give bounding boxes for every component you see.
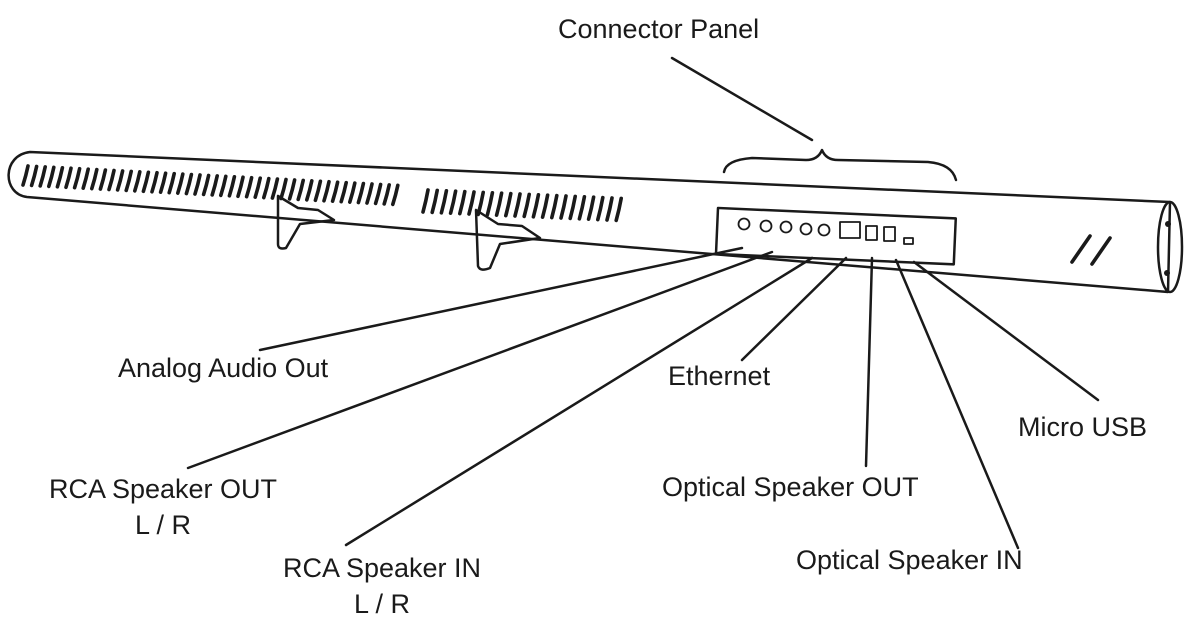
grille-slot <box>494 191 504 217</box>
grille-slot <box>262 176 271 200</box>
grille-slot <box>596 195 605 222</box>
label-rca-speaker-in-title: RCA Speaker IN <box>282 553 482 583</box>
grille-slot <box>158 171 168 194</box>
grille-slot <box>322 179 331 203</box>
grille-slot <box>227 175 237 198</box>
grille-slot <box>382 183 391 206</box>
grille-slot <box>614 196 623 223</box>
grille-slot <box>540 193 550 219</box>
grille-slot <box>430 188 439 215</box>
grille-slot <box>296 178 305 202</box>
leader-rca-speaker-in <box>344 256 814 547</box>
leader-rca-speaker-out <box>186 250 774 470</box>
grille-slot <box>253 176 262 199</box>
grille-slot <box>356 181 366 205</box>
end-grille-slot <box>1070 234 1092 264</box>
end-grille-slot <box>1090 236 1112 266</box>
label-micro-usb: Micro USB <box>1018 412 1148 442</box>
grille-slot <box>348 181 357 204</box>
connector-panel-brace <box>722 148 958 182</box>
label-optical-speaker-out: Optical Speaker OUT <box>662 472 919 502</box>
grille-slot <box>176 172 185 195</box>
leader-optical-speaker-in <box>894 258 1020 550</box>
grille-slot <box>21 164 30 187</box>
grille-slot <box>373 182 383 206</box>
label-ethernet: Ethernet <box>668 361 771 391</box>
grille-slot <box>531 193 541 219</box>
grille-slot <box>81 167 90 190</box>
label-connector-panel: Connector Panel <box>558 14 760 44</box>
grille-slot <box>150 170 159 194</box>
grille-slot <box>522 192 531 219</box>
grille-slot <box>184 172 194 196</box>
grille-slot <box>605 196 614 222</box>
grille-slot <box>550 193 559 220</box>
connector-plate <box>714 206 958 266</box>
grille-slot <box>339 180 348 204</box>
leader-optical-speaker-out <box>864 256 874 468</box>
grille-slot <box>167 171 176 195</box>
label-analog-audio-out: Analog Audio Out <box>118 353 329 383</box>
grille-slot <box>133 170 142 193</box>
grille-slot <box>439 189 449 215</box>
grille-slot <box>421 188 430 214</box>
grille-slot <box>568 194 577 221</box>
grille-slot <box>279 177 288 201</box>
connector-panel-leader <box>670 56 814 142</box>
grille-slot <box>586 195 596 221</box>
leader-micro-usb <box>912 260 1100 402</box>
grille-slot <box>467 190 476 216</box>
mount-bracket-left <box>276 194 336 250</box>
label-optical-speaker-in: Optical Speaker IN <box>796 545 1023 575</box>
grille-slot <box>504 191 513 218</box>
grille-slot <box>270 177 280 200</box>
grille-slot <box>38 165 47 188</box>
soundbar-body <box>7 150 1172 294</box>
grille-slot <box>391 183 400 207</box>
grille-slot <box>90 167 99 191</box>
grille-slot <box>305 179 314 202</box>
grille-slot <box>107 168 116 192</box>
grille-slot <box>72 166 82 190</box>
soundbar-end-cap <box>1156 200 1184 294</box>
grille-slot <box>47 165 56 189</box>
leader-analog-audio-out <box>258 246 744 352</box>
grille-slot <box>448 189 458 215</box>
mount-bracket-right <box>474 208 542 271</box>
grille-slot <box>244 175 254 199</box>
label-rca-speaker-out-sub: L / R <box>134 510 192 540</box>
grille-slot <box>330 180 340 203</box>
grille-slot <box>313 179 323 203</box>
grille-slot <box>458 189 467 216</box>
grille-slot <box>219 174 228 198</box>
grille-slot <box>29 164 39 188</box>
grille-slot <box>115 169 125 192</box>
grille-slot <box>476 190 485 217</box>
grille-slot <box>559 194 568 220</box>
grille-slot <box>287 178 297 201</box>
grille-slot <box>210 174 219 197</box>
grille-slot <box>365 182 374 205</box>
leader-ethernet <box>740 256 848 362</box>
label-rca-speaker-in-sub: L / R <box>353 589 411 619</box>
label-rca-speaker-out: RCA Speaker OUT L / R <box>24 476 302 539</box>
grille-slot <box>64 166 73 190</box>
grille-slot <box>124 169 133 193</box>
label-rca-speaker-out-title: RCA Speaker OUT <box>48 474 278 504</box>
grille-slot <box>485 191 495 217</box>
label-rca-speaker-in: RCA Speaker IN L / R <box>252 555 512 618</box>
grille-slot <box>98 168 108 191</box>
grille-slot <box>193 173 202 196</box>
grille-slot <box>577 195 587 221</box>
grille-slot <box>513 192 522 218</box>
grille-slot <box>141 170 151 194</box>
grille-slot <box>236 175 245 199</box>
grille-slot <box>55 166 65 189</box>
grille-slot <box>201 173 211 197</box>
